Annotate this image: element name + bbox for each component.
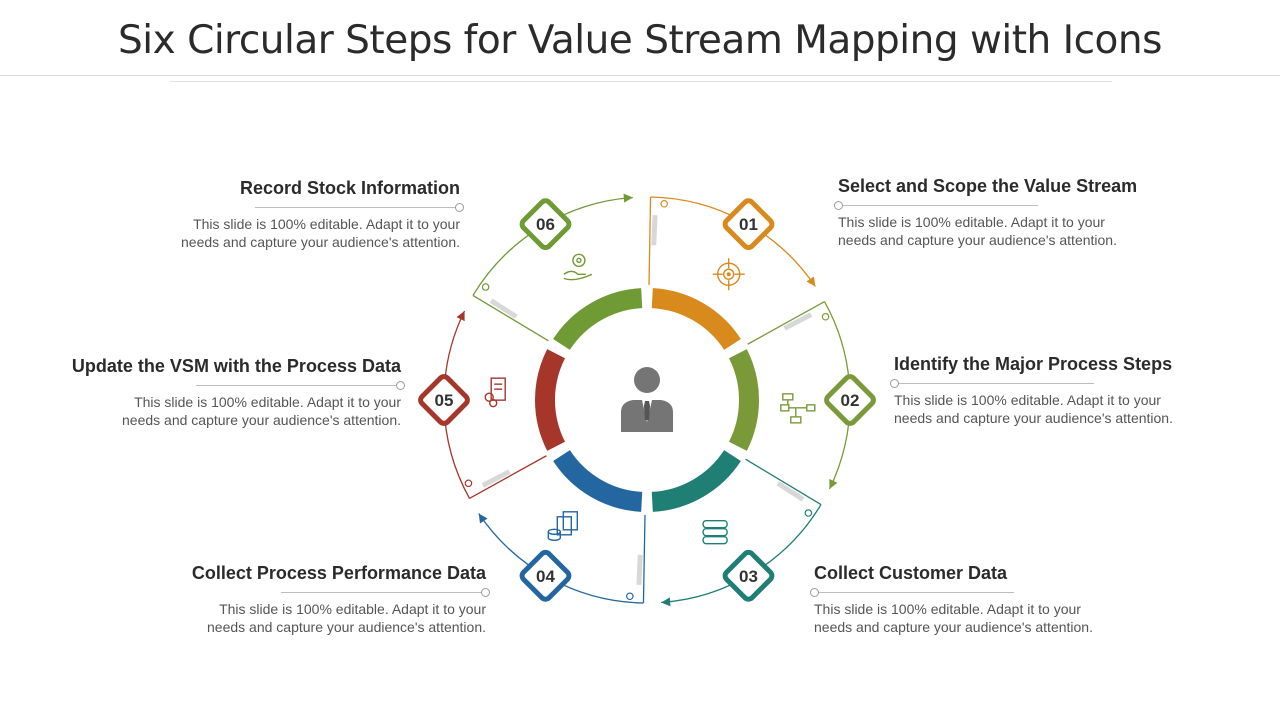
flowchart-icon (780, 393, 816, 424)
step-02-body: This slide is 100% editable. Adapt it to… (894, 392, 1173, 426)
sector-edge (472, 294, 549, 342)
sector-04 (478, 513, 646, 604)
step-number: 06 (536, 215, 555, 234)
sector-edge (745, 458, 822, 506)
step-number: 02 (841, 391, 860, 410)
step-04-heading: Collect Process Performance Data (191, 563, 486, 583)
step-02-text: Identify the Major Process Steps This sl… (890, 354, 1224, 427)
step-02-heading: Identify the Major Process Steps (894, 354, 1173, 374)
target-icon (712, 258, 745, 291)
arrow-head (478, 513, 488, 524)
step-badge-06: 06 (519, 198, 572, 251)
step-01-text: Select and Scope the Value Stream This s… (834, 176, 1168, 249)
sector-shade (481, 469, 511, 488)
sector-marker (660, 199, 668, 208)
step-01-body: This slide is 100% editable. Adapt it to… (838, 214, 1117, 248)
step-05-heading: Update the VSM with the Process Data (71, 356, 401, 376)
sector-shade (636, 554, 643, 585)
report-gears-icon (484, 377, 506, 408)
arrow-head (806, 276, 816, 287)
badge-diamond (824, 374, 876, 426)
ring-segment-04 (553, 449, 643, 512)
hand-gear-icon (563, 253, 593, 281)
arrow-head (829, 478, 838, 489)
title-divider (0, 75, 1280, 76)
step-04-body: This slide is 100% editable. Adapt it to… (207, 601, 486, 635)
sector-shade (489, 298, 518, 319)
connector-dot (810, 588, 819, 597)
badge-diamond (519, 198, 572, 251)
step-06-heading: Record Stock Information (239, 178, 460, 198)
step-badge-05: 05 (418, 374, 470, 426)
step-06-body: This slide is 100% editable. Adapt it to… (181, 216, 460, 250)
step-01-heading: Select and Scope the Value Stream (838, 176, 1138, 196)
step-badge-03: 03 (722, 549, 775, 602)
step-03-heading: Collect Customer Data (814, 563, 1008, 583)
ring-segment-06 (553, 288, 643, 351)
sector-05 (443, 310, 547, 499)
sector-shade (783, 312, 813, 331)
slide-title: Six Circular Steps for Value Stream Mapp… (118, 18, 1162, 63)
sector-marker (821, 312, 830, 321)
step-03-text: Collect Customer Data This slide is 100%… (810, 563, 1144, 636)
sector-edge (648, 197, 652, 286)
badge-diamond (722, 549, 775, 602)
database-icon (702, 519, 728, 545)
sector-edge (469, 455, 547, 499)
sector-marker (804, 509, 813, 517)
ring-segment-01 (651, 288, 741, 351)
arrow-head (456, 311, 465, 322)
sector-edge (747, 301, 825, 345)
sector-marker (626, 592, 634, 601)
sector-shade (651, 215, 658, 246)
data-documents-icon (547, 511, 579, 541)
connector-dot (396, 381, 405, 390)
step-03-connector (810, 588, 1014, 597)
step-01-connector (834, 201, 1038, 210)
arrow-head (623, 193, 633, 203)
step-05-text: Update the VSM with the Process Data Thi… (71, 356, 405, 429)
sector-marker (481, 283, 490, 291)
step-04-text: Collect Process Performance Data This sl… (156, 563, 490, 636)
step-05-connector (196, 381, 405, 390)
step-number: 05 (435, 391, 454, 410)
step-number: 01 (739, 215, 758, 234)
step-badge-01: 01 (722, 198, 775, 251)
step-06-text: Record Stock Information This slide is 1… (130, 178, 464, 251)
arrow-head (661, 597, 671, 607)
badge-diamond (418, 374, 470, 426)
step-badge-02: 02 (824, 374, 876, 426)
connector-dot (834, 201, 843, 210)
step-06-connector (255, 203, 464, 212)
ring-segment-03 (651, 449, 741, 512)
sector-01 (648, 196, 816, 287)
ring-segment-05 (534, 349, 566, 451)
step-05-body: This slide is 100% editable. Adapt it to… (122, 394, 401, 428)
step-number: 03 (739, 567, 758, 586)
step-04-connector (281, 588, 490, 597)
sector-arc (478, 513, 644, 604)
sector-edge (642, 514, 646, 603)
badge-diamond (519, 549, 572, 602)
connector-dot (481, 588, 490, 597)
ring-segment-02 (728, 349, 760, 451)
user-business-icon (621, 367, 673, 432)
subtitle-divider (170, 81, 1112, 82)
badge-diamond (722, 198, 775, 251)
sector-shade (776, 481, 805, 502)
step-badge-04: 04 (519, 549, 572, 602)
step-03-body: This slide is 100% editable. Adapt it to… (814, 601, 1093, 635)
connector-dot (455, 203, 464, 212)
connector-dot (890, 379, 899, 388)
step-number: 04 (536, 567, 555, 586)
step-02-connector (890, 379, 1094, 388)
sector-marker (464, 479, 473, 488)
